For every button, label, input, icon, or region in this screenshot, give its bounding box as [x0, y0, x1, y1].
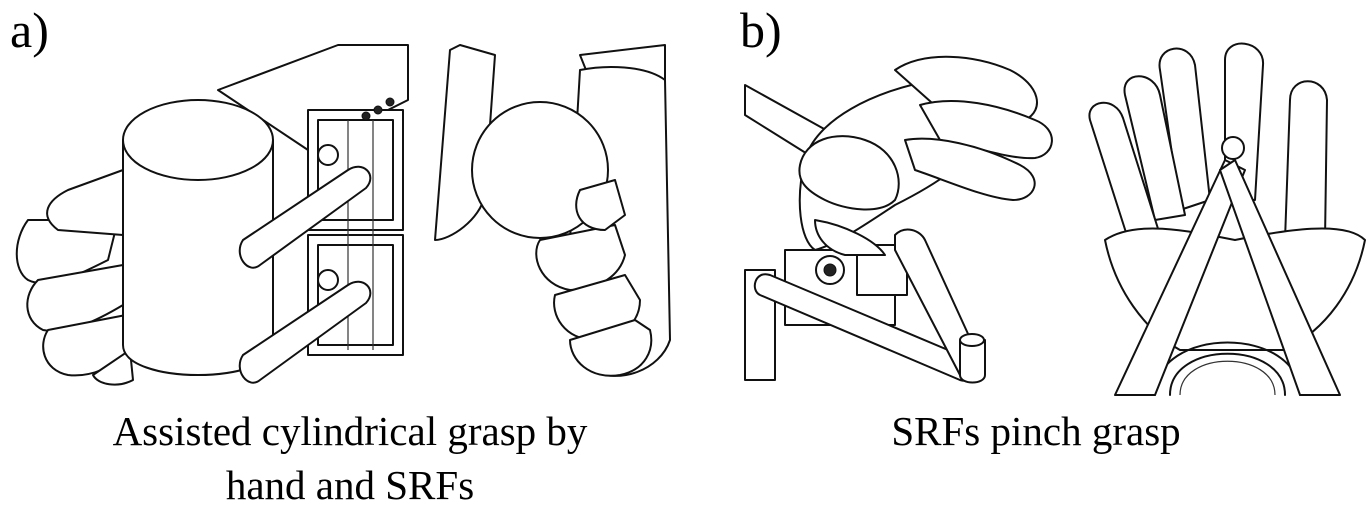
cylinder-object — [123, 100, 273, 375]
caption-line-2: hand and SRFs — [225, 462, 475, 508]
srf-fingers — [240, 167, 371, 383]
human-hand — [17, 170, 133, 385]
pinch-grasp-side-illustration — [745, 40, 1065, 390]
small-sphere-object — [1222, 137, 1244, 159]
sphere-grasp-illustration — [430, 40, 670, 390]
srf-fingers — [1115, 160, 1340, 395]
cylindrical-grasp-illustration — [8, 40, 408, 390]
pinch-grasp-top-illustration — [1085, 40, 1370, 395]
panel-a-caption: Assisted cylindrical grasp by hand and S… — [0, 404, 700, 512]
panel-a-label: a) — [10, 2, 49, 58]
srf-fingers — [755, 230, 985, 383]
panel-b: b) — [700, 0, 1372, 516]
panel-b-label: b) — [740, 2, 782, 58]
human-hand — [799, 57, 1052, 255]
sphere-object — [472, 102, 608, 238]
panel-b-caption: SRFs pinch grasp — [891, 408, 1181, 454]
panel-a: a) — [0, 2, 700, 512]
caption-line-1: Assisted cylindrical grasp by — [112, 408, 588, 454]
